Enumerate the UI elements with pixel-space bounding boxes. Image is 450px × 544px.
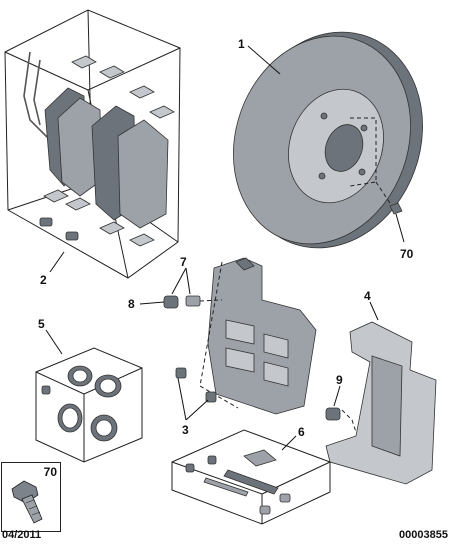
screw-icon — [11, 480, 43, 524]
callout-cap: 8 — [128, 297, 135, 311]
seal-kit-box — [35, 347, 143, 463]
footer-reference: 00003855 — [399, 529, 448, 541]
leader-lines — [45, 45, 405, 451]
callout-bolt: 9 — [336, 373, 343, 387]
callout-seal-kit: 5 — [38, 317, 45, 331]
callout-guide-kit: 6 — [298, 425, 305, 439]
caliper-carrier — [325, 321, 437, 485]
brake-pads — [23, 51, 175, 247]
footer-date: 04/2011 — [2, 529, 42, 541]
screw-detail-inset: 70 — [1, 462, 61, 532]
callout-disc: 1 — [238, 37, 245, 51]
callout-caliper-bolts: 3 — [182, 423, 189, 437]
callout-bleed: 7 — [180, 255, 187, 269]
callout-carrier: 4 — [364, 289, 371, 303]
bleed-screw-and-cap — [163, 295, 223, 309]
brake-caliper — [175, 257, 317, 415]
guide-pin-kit-box — [171, 429, 331, 525]
brake-disc — [233, 31, 423, 249]
callouts: 1 2 7 8 4 5 3 9 6 70 — [38, 37, 414, 439]
callout-screw: 70 — [400, 247, 414, 261]
callout-pad-kit: 2 — [40, 273, 47, 287]
inset-label: 70 — [43, 465, 57, 479]
